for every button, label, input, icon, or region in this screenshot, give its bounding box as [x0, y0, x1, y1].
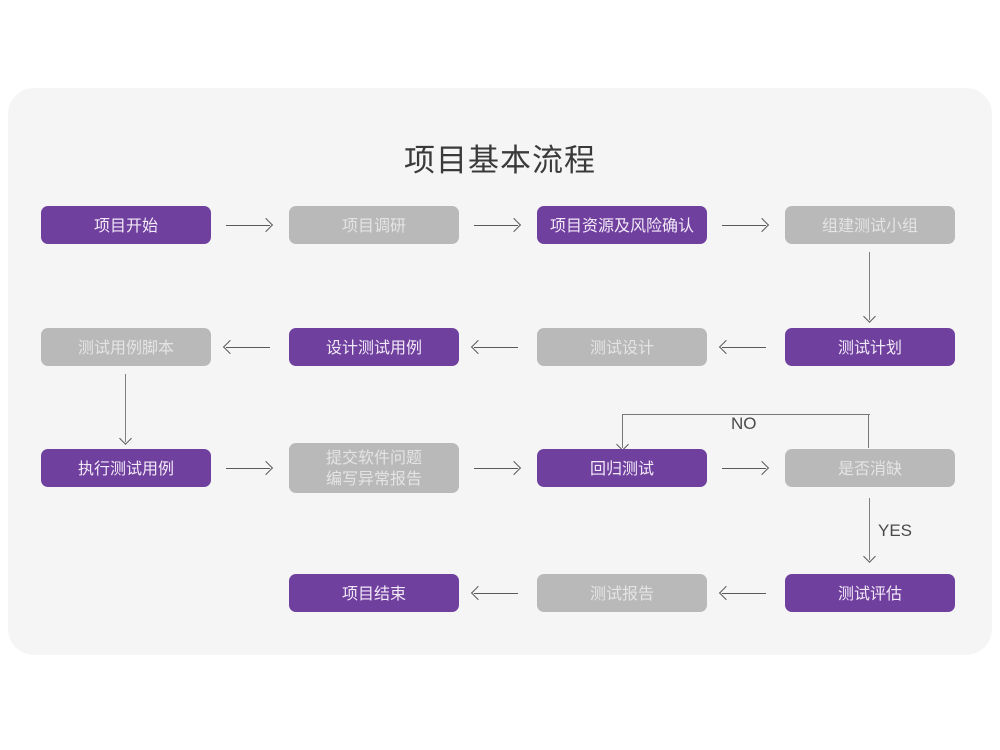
node-defect-resolved-decision[interactable]: 是否消缺 [785, 449, 955, 487]
arrow-n3-n4 [722, 225, 766, 226]
arrow-n15-n14 [722, 593, 766, 594]
arrow-n8-n7 [722, 347, 766, 348]
arrow-n1-n2 [226, 225, 270, 226]
page-title: 项目基本流程 [404, 143, 596, 179]
no-loop-left-leg [622, 414, 624, 448]
edge-label-no: NO [731, 414, 757, 433]
arrow-n4-n8 [869, 252, 870, 320]
node-submit-issue-report[interactable]: 提交软件问题 编写异常报告 [289, 443, 459, 493]
node-project-research[interactable]: 项目调研 [289, 206, 459, 244]
arrow-n10-n11 [474, 468, 518, 469]
node-design-test-case[interactable]: 设计测试用例 [289, 328, 459, 366]
node-test-case-script[interactable]: 测试用例脚本 [41, 328, 211, 366]
arrow-n6-n5 [226, 347, 270, 348]
node-build-test-team[interactable]: 组建测试小组 [785, 206, 955, 244]
node-project-end[interactable]: 项目结束 [289, 574, 459, 612]
flowchart-panel [8, 88, 992, 655]
arrow-n14-n13 [474, 593, 518, 594]
edge-label-yes: YES [878, 521, 913, 540]
node-execute-test-case[interactable]: 执行测试用例 [41, 449, 211, 487]
node-project-start[interactable]: 项目开始 [41, 206, 211, 244]
node-test-report[interactable]: 测试报告 [537, 574, 707, 612]
no-loop-top-segment [622, 414, 870, 416]
no-loop-right-leg [868, 414, 870, 448]
node-resource-risk-confirm[interactable]: 项目资源及风险确认 [537, 206, 707, 244]
arrow-n2-n3 [474, 225, 518, 226]
arrow-n12-n15-yes [869, 498, 870, 560]
arrow-n9-n10 [226, 468, 270, 469]
node-regression-test[interactable]: 回归测试 [537, 449, 707, 487]
node-test-plan[interactable]: 测试计划 [785, 328, 955, 366]
arrow-n11-n12 [722, 468, 766, 469]
arrow-n7-n6 [474, 347, 518, 348]
node-test-evaluation[interactable]: 测试评估 [785, 574, 955, 612]
arrow-n5-n9 [125, 374, 126, 442]
node-test-design[interactable]: 测试设计 [537, 328, 707, 366]
